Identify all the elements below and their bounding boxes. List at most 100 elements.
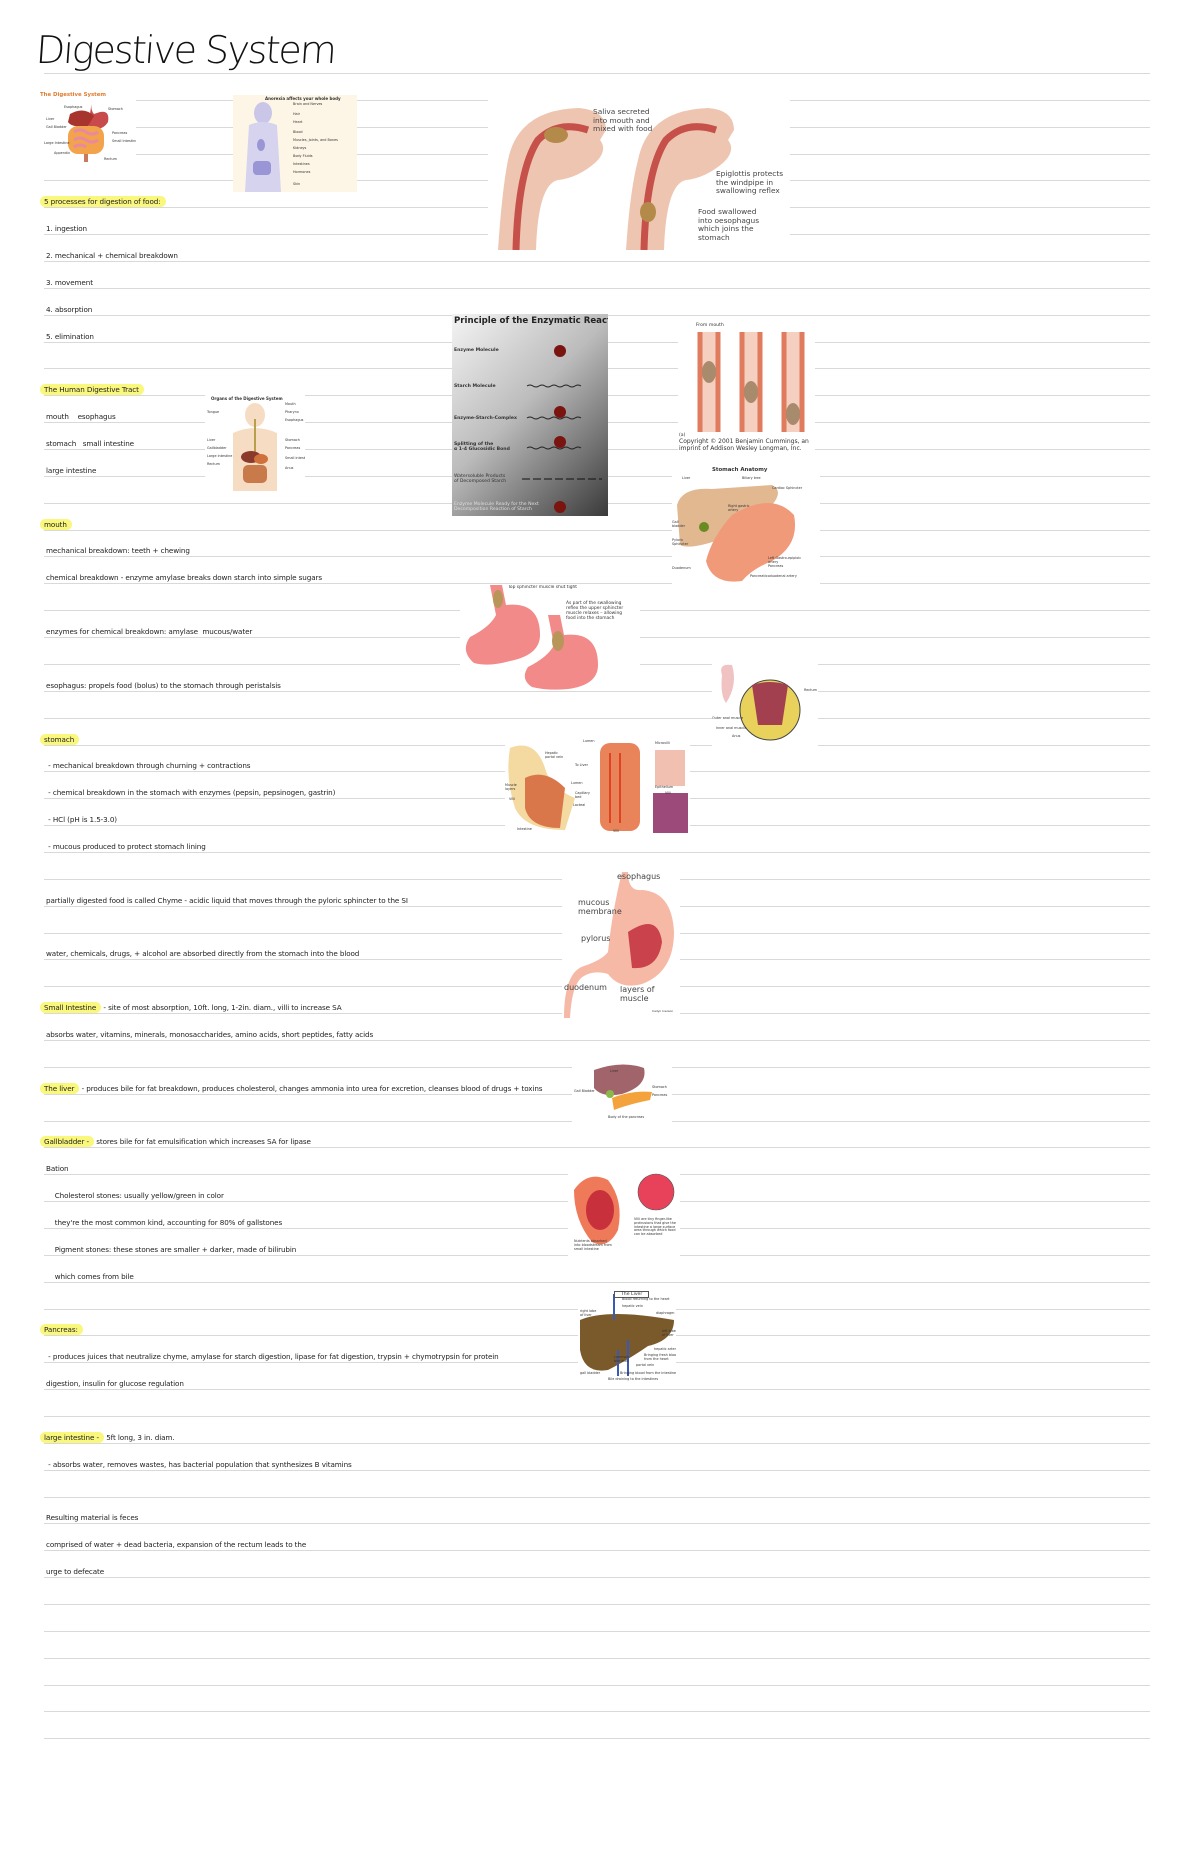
figure-title: Stomach Anatomy	[712, 467, 768, 473]
figure-label: diaphragm	[656, 1311, 675, 1315]
highlighted-label: Pancreas:	[40, 1324, 83, 1335]
note-line: comprised of water + dead bacteria, expa…	[46, 1539, 306, 1551]
note-line: 2. mechanical + chemical breakdown	[46, 250, 178, 262]
note-text: - mechanical breakdown through churning …	[46, 761, 251, 770]
figure-label: Outer anal muscle	[712, 716, 744, 720]
figure-label: Liver	[610, 1069, 619, 1073]
note-line: chemical breakdown - enzyme amylase brea…	[46, 572, 322, 584]
figure-title: Principle of the Enzymatic Reaction	[454, 316, 608, 326]
ruled-line	[44, 852, 1150, 853]
note-text: - produces juices that neutralize chyme,…	[46, 1352, 499, 1361]
figure-label: Gall bladder	[672, 520, 685, 528]
figure-label: Food swallowed into oesophagus which joi…	[698, 207, 760, 242]
highlighted-label: Gallbladder -	[40, 1136, 95, 1147]
copyright-label: Copyright © 2001 Benjamin Cummings, an i…	[679, 438, 809, 452]
note-line: - HCl (pH is 1.5-3.0)	[46, 814, 117, 826]
figure-label: Gall Bladder	[46, 125, 67, 129]
note-line: large intestine	[46, 465, 96, 477]
highlighted-label: The liver	[40, 1083, 80, 1094]
note-line: 5. elimination	[46, 331, 94, 343]
figure-label: Bringing blood from the intestines	[620, 1371, 676, 1375]
figure-label: Pancreas	[768, 564, 784, 568]
note-line: Cholesterol stones: usually yellow/green…	[46, 1190, 224, 1202]
note-text: - chemical breakdown in the stomach with…	[46, 788, 336, 797]
note-line: - mucous produced to protect stomach lin…	[46, 841, 206, 853]
villi-absorption-image: Nutrients absorbed into bloodstream from…	[568, 1170, 680, 1258]
figure-label: layers of muscle	[620, 985, 655, 1003]
figure-label: Esophagus	[64, 105, 83, 109]
note-line: - chemical breakdown in the stomach with…	[46, 787, 335, 799]
note-line: 3. movement	[46, 277, 93, 289]
figure-label: Hormones	[293, 170, 311, 174]
ruled-line	[44, 1523, 1150, 1524]
ruled-line	[44, 1685, 1150, 1686]
figure-label: Lumen	[571, 781, 583, 785]
ruled-line	[44, 1040, 1150, 1041]
figure-label: hepatic vein	[622, 1304, 643, 1308]
figure-label: Enzyme-Starch-Complex	[454, 416, 517, 421]
highlighted-label: 5 processes for digestion of food:	[40, 196, 166, 207]
figure-label: Large intestine	[207, 454, 233, 458]
figure-label: mucous membrane	[578, 898, 622, 916]
figure-label: Kidneys	[293, 146, 307, 150]
figure-label: Skin	[293, 182, 301, 186]
section-heading: large intestine - 5ft long, 3 in. diam.	[40, 1432, 175, 1444]
note-text: 5ft long, 3 in. diam.	[104, 1433, 175, 1442]
figure-label: (a)	[679, 433, 686, 438]
figure-label: From mouth	[696, 323, 724, 328]
figure-label: Body Fluids	[293, 154, 313, 158]
ruled-line	[44, 1389, 1150, 1390]
ruled-line	[44, 1550, 1150, 1551]
ruled-line	[44, 1738, 1150, 1739]
note-text: stores bile for fat emulsification which…	[94, 1137, 311, 1146]
note-line: urge to defecate	[46, 1566, 104, 1578]
note-line: - mechanical breakdown through churning …	[46, 760, 250, 772]
figure-label: Large Intestine	[44, 141, 70, 145]
note-line: which comes from bile	[46, 1271, 134, 1283]
figure-label: Gallbladder	[207, 446, 227, 450]
stomach-image: esophagus mucous membrane pylorus duoden…	[562, 872, 680, 1018]
note-line: Resulting material is feces	[46, 1512, 138, 1524]
figure-label: Lacteal	[573, 803, 586, 807]
figure-label: Liver	[46, 117, 55, 121]
note-line: they're the most common kind, accounting…	[46, 1217, 283, 1229]
section-heading: Gallbladder - stores bile for fat emulsi…	[40, 1136, 311, 1148]
figure-label: Enzyme Molecule Ready for the Next Decom…	[454, 502, 539, 512]
figure-label: Intestines	[293, 162, 310, 166]
ruled-line	[44, 1604, 1150, 1605]
ruled-line	[44, 1711, 1150, 1712]
note-line: enzymes for chemical breakdown: amylase …	[46, 626, 252, 638]
figure-label: Pancreas	[652, 1093, 668, 1097]
swallowing-image: Saliva secreted into mouth and mixed wit…	[488, 100, 790, 250]
ruled-line	[44, 1577, 1150, 1578]
note-line: - absorbs water, removes wastes, has bac…	[46, 1459, 352, 1471]
note-text: Pigment stones: these stones are smaller…	[46, 1245, 297, 1254]
figure-title: Anorexia affects your whole body	[265, 96, 341, 101]
figure-label: Left Gastro-epiploic artery	[768, 556, 802, 564]
note-text: 2. mechanical + chemical breakdown	[46, 251, 178, 260]
section-heading: The liver - produces bile for fat breakd…	[40, 1083, 543, 1095]
note-text: - absorbs water, removes wastes, has bac…	[46, 1460, 352, 1469]
figure-label: Liver	[682, 476, 691, 480]
figure-label: Biliary tree	[742, 476, 761, 480]
ruled-line	[44, 1147, 1150, 1148]
note-text: - produces bile for fat breakdown, produ…	[79, 1084, 543, 1093]
figure-label: Nutrients absorbed into bloodstream from…	[574, 1239, 612, 1251]
figure-label: Bringing fresh blood from the heart	[644, 1353, 676, 1361]
figure-label: Rectum	[104, 157, 117, 161]
figure-label: Right gastric artery	[728, 504, 750, 512]
figure-label: Villi are tiny finger-like protrusions t…	[634, 1217, 676, 1237]
note-line: stomach small intestine	[46, 438, 134, 450]
ruled-line	[44, 1443, 1150, 1444]
figure-label: Splitting of the α 1-4 Glucosidic Bond	[454, 442, 510, 452]
ruled-line	[44, 718, 1150, 719]
figure-label: Inner anal muscle	[716, 726, 747, 730]
figure-label: As part of the swallowing reflex the upp…	[566, 601, 624, 621]
figure-label: Small Intestine	[112, 139, 136, 143]
ruled-line	[44, 530, 1150, 531]
figure-label: common bile duct	[614, 1355, 629, 1363]
figure-label: Anus	[732, 734, 741, 738]
